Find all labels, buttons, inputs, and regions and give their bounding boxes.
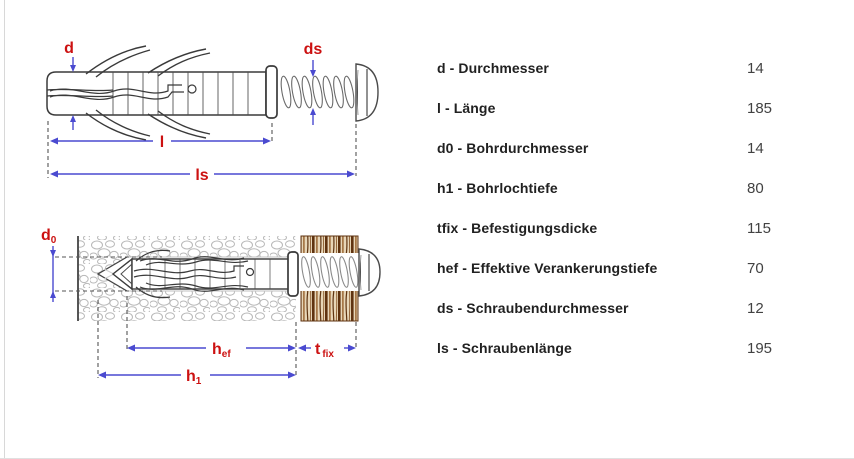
spec-label: d - Durchmesser: [437, 60, 549, 76]
spec-value: 12: [747, 299, 764, 317]
spec-row-h1: h1 - Bohrlochtiefe 80: [437, 168, 777, 208]
plug-in-hole: [111, 249, 299, 299]
spec-label: ds - Schraubendurchmesser: [437, 300, 629, 316]
dim-label-d0: d0: [41, 227, 57, 246]
drill-hole-tip: [96, 256, 128, 292]
dimension-ds: ds: [304, 41, 323, 125]
spec-row-tfix: tfix - Befestigungsdicke 115: [437, 208, 777, 248]
spec-value: 115: [747, 219, 771, 237]
spec-row-d: d - Durchmesser 14: [437, 48, 777, 88]
spec-row-hef: hef - Effektive Verankerungstiefe 70: [437, 248, 777, 288]
dim-label-ls: ls: [195, 167, 208, 184]
plug-wings: [85, 45, 211, 141]
spec-label: l - Länge: [437, 100, 496, 116]
spec-label: h1 - Bohrlochtiefe: [437, 180, 558, 196]
extension-lines-top: [47, 121, 357, 178]
spec-label: hef - Effektive Verankerungstiefe: [437, 260, 658, 276]
dimension-hef: hef: [127, 341, 296, 360]
spec-value: 70: [747, 259, 764, 277]
spec-label: d0 - Bohrdurchmesser: [437, 140, 589, 156]
dim-label-ds: ds: [304, 41, 323, 58]
spec-value: 80: [747, 179, 764, 197]
screw-head: [355, 63, 379, 122]
spec-row-ds: ds - Schraubendurchmesser 12: [437, 288, 777, 328]
dimension-spec-table: d - Durchmesser 14 l - Länge 185 d0 - Bo…: [437, 48, 777, 368]
screw-head-installed: [358, 248, 381, 297]
extension-lines-bottom: [97, 296, 357, 378]
plug-segments: [112, 72, 249, 115]
spec-row-l: l - Länge 185: [437, 88, 777, 128]
spec-value: 14: [747, 59, 764, 77]
section-left-border: [4, 0, 5, 459]
spec-row-ls: ls - Schraubenlänge 195: [437, 328, 777, 368]
screw-threads: [280, 75, 355, 109]
dimension-d0: d0: [41, 227, 162, 302]
dim-label-l: l: [160, 134, 164, 151]
anchor-side-view: d ds l: [46, 40, 379, 184]
dimension-h1: h1: [98, 368, 296, 387]
spec-label: ls - Schraubenlänge: [437, 340, 572, 356]
spec-value: 14: [747, 139, 764, 157]
screw-threads-installed: [301, 256, 359, 288]
dimension-l: l: [50, 134, 271, 151]
anchor-installed-view: d0 hef tfix: [41, 227, 381, 387]
dim-label-d: d: [64, 40, 74, 57]
spec-value: 185: [747, 99, 773, 117]
plug-collar: [265, 65, 278, 119]
plug-center-strip: [49, 84, 197, 101]
spec-label: tfix - Befestigungsdicke: [437, 220, 598, 236]
dimension-d: d: [64, 40, 76, 130]
dim-label-h1: h1: [186, 368, 202, 387]
dimension-ls: ls: [50, 167, 355, 184]
spec-row-d0: d0 - Bohrdurchmesser 14: [437, 128, 777, 168]
spec-value: 195: [747, 339, 773, 357]
anchor-technical-diagram: d ds l: [41, 40, 381, 387]
dim-label-hef: hef: [212, 341, 231, 360]
